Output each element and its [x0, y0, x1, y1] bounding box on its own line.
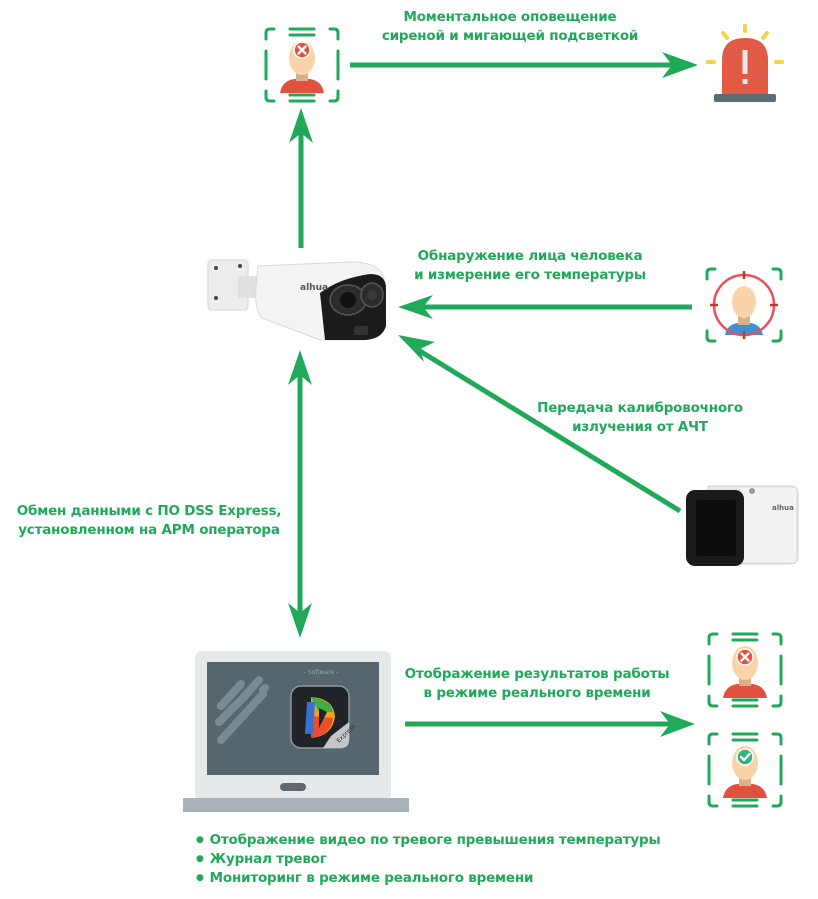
label-line: Отображение результатов работы: [404, 666, 670, 682]
label-blackbody-calibration: Передача калибровочного излучения от АЧТ: [520, 399, 760, 437]
laptop-screen-caption: - Software -: [304, 669, 339, 676]
face-rejected-icon: [707, 632, 783, 708]
arrow-laptop-to-results: [405, 711, 695, 737]
thermal-camera: alhua: [207, 259, 386, 341]
label-line: Моментальное оповещение: [403, 9, 617, 25]
feature-item: Отображение видео по тревоге превышения …: [196, 831, 661, 850]
label-line: Передача калибровочного: [537, 400, 743, 416]
label-siren-alert: Моментальное оповещение сиреной и мигающ…: [370, 8, 650, 46]
arrow-face-to-camera: [398, 295, 692, 319]
arrow-camera-to-alarm: [289, 108, 313, 248]
label-line: излучения от АЧТ: [572, 419, 708, 435]
label-line: и измерение его температуры: [414, 267, 646, 283]
feature-list: Отображение видео по тревоге превышения …: [196, 831, 661, 888]
label-realtime-results: Отображение результатов работы в режиме …: [392, 665, 682, 703]
arrow-camera-laptop-bidirectional: [288, 350, 312, 638]
label-line: в режиме реального времени: [423, 685, 651, 701]
feature-item: Мониторинг в режиме реального времени: [196, 869, 661, 888]
label-line: Обнаружение лица человека: [417, 248, 643, 264]
face-alarm-icon: [264, 27, 340, 103]
label-line: сиреной и мигающей подсветкой: [381, 28, 639, 44]
face-target-icon: [705, 267, 783, 343]
arrow-to-siren: [350, 52, 698, 78]
laptop-workstation: - Software - Express: [183, 651, 409, 812]
face-accepted-icon: [707, 732, 783, 808]
camera-brand-logo: alhua: [300, 283, 328, 293]
siren-icon: [706, 24, 784, 102]
blackbody-device: alhua: [686, 485, 799, 566]
feature-item: Журнал тревог: [196, 850, 661, 869]
label-face-detection: Обнаружение лица человека и измерение ег…: [400, 247, 660, 285]
label-line: установленном на АРМ оператора: [18, 522, 280, 538]
label-line: Обмен данными с ПО DSS Express,: [16, 503, 282, 519]
label-dss-exchange: Обмен данными с ПО DSS Express, установл…: [4, 502, 294, 540]
arrow-blackbody-to-camera: [398, 335, 682, 514]
blackbody-brand-logo: alhua: [772, 504, 794, 512]
